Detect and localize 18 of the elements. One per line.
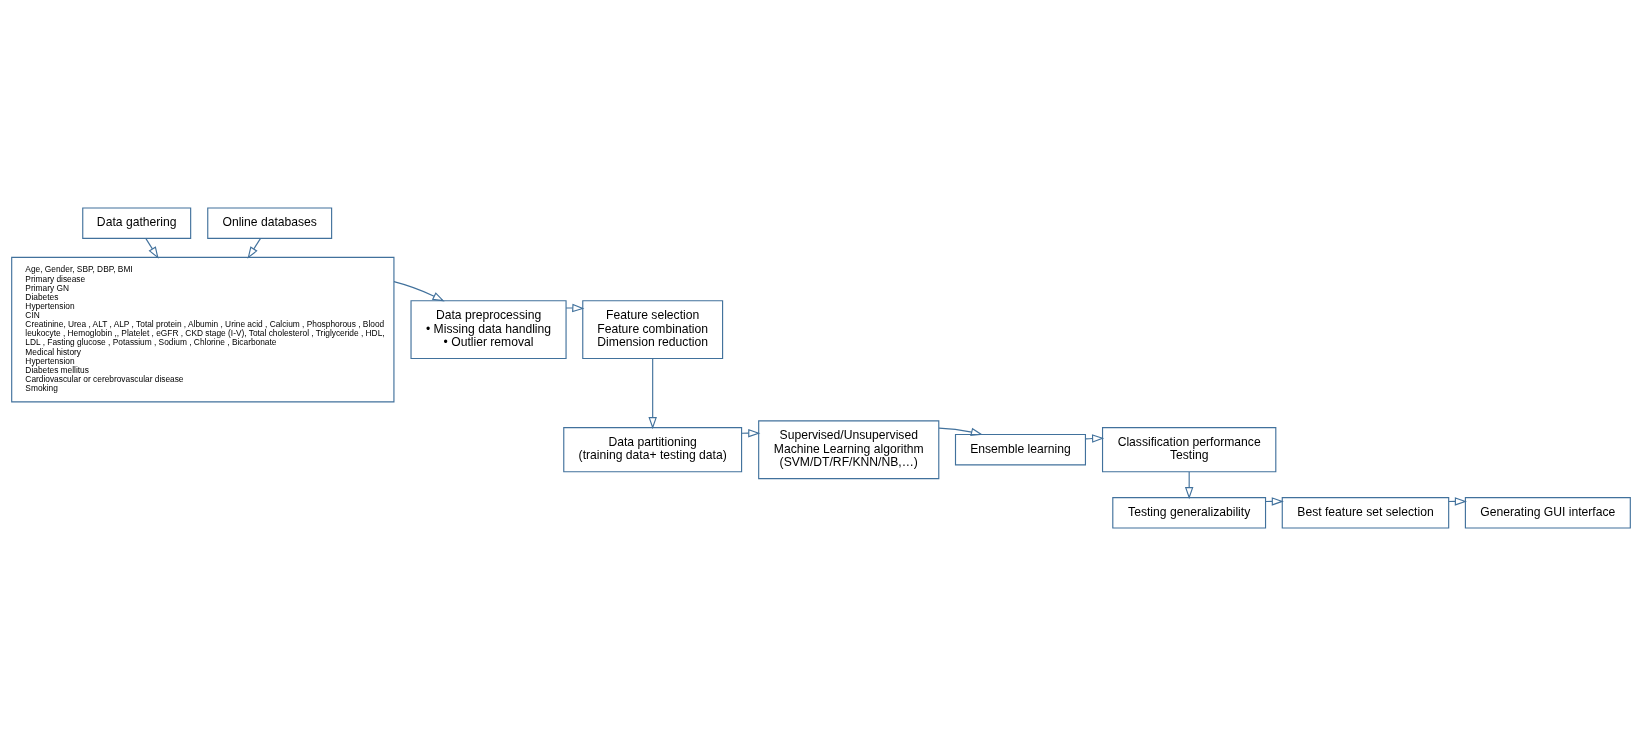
- arrow: [247, 238, 261, 259]
- node-box: Generating GUI interface: [1464, 497, 1631, 529]
- node-box: Data gathering: [82, 207, 192, 239]
- node-box: Testing generalizability: [1112, 497, 1267, 529]
- arrow: [145, 238, 159, 259]
- node-box: Supervised/Unsupervised Machine Learning algorithm (SVM/DT/RF/KNN/NB,…): [758, 420, 940, 480]
- node-box: Online databases: [207, 207, 333, 239]
- node-box: Age, Gender, SBP, DBP, BMI Primary disease Primary GN Diabetes Hypertension CIN Creatinine, Urea , ALT , ALP , Total protein , Albumin , Urine acid , Calcium , Phosphorous , Blood leukocyte , Hemoglobin ,, Platelet , eGFR , CKD stage (I-V), Total cholesterol , Triglyceride , HDL, LDL , Fasting glucose , Potassium , Sodium , Chlorine , Bicarbonate Medical history Hypertension Diabetes mellitus Cardiovascular or cerebrovascular disease Smoking: [11, 256, 395, 403]
- node-box: Best feature set selection: [1281, 497, 1450, 529]
- node-box: Data preprocessing • Missing data handling • Outlier removal: [410, 300, 567, 360]
- node-box: Feature selection Feature combination Dimension reduction: [582, 300, 724, 360]
- node-box: Classification performance Testing: [1102, 427, 1277, 473]
- arrow: [938, 427, 983, 437]
- arrow: [393, 281, 445, 302]
- node-box: Data partitioning (training data+ testing data): [563, 427, 743, 473]
- arrow: [565, 303, 585, 313]
- node-box: Ensemble learning: [954, 433, 1086, 466]
- arrow: [648, 358, 657, 430]
